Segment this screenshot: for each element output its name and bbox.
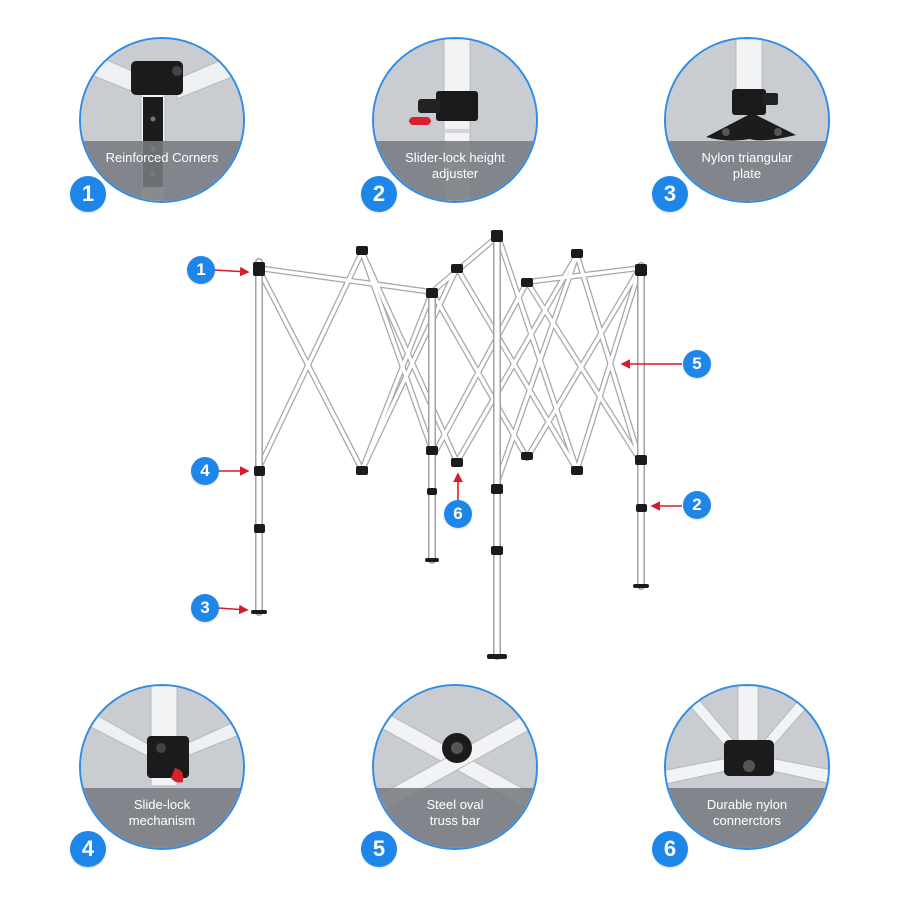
feature-caption: Steel oval truss bar [374,788,536,848]
feature-caption: Slider-lock height adjuster [374,141,536,201]
feature-circle-reinforced-corners: Reinforced Corners [79,37,245,203]
feature-circle-slide-lock-mechanism: Slide-lock mechanism [79,684,245,850]
callout-badge: 2 [683,491,711,519]
feature-number-badge: 5 [361,831,397,867]
feature-number-badge: 6 [652,831,688,867]
callout-badge: 5 [683,350,711,378]
callout-arrow [217,604,249,615]
feature-caption: Slide-lock mechanism [81,788,243,848]
feature-number-badge: 2 [361,176,397,212]
feature-number-badge: 3 [652,176,688,212]
feature-circle-nylon-triangular-plate: Nylon triangular plate [664,37,830,203]
callout-arrow [213,266,250,277]
feature-caption: Durable nylon connerctors [666,788,828,848]
callout-badge: 4 [191,457,219,485]
feature-caption: Nylon triangular plate [666,141,828,201]
callout-badge: 6 [444,500,472,528]
feature-number-badge: 4 [70,831,106,867]
feature-number-badge: 1 [70,176,106,212]
feature-circle-steel-oval-truss-bar: Steel oval truss bar [372,684,538,850]
feature-caption: Reinforced Corners [81,141,243,201]
feature-circle-durable-nylon-connectors: Durable nylon connerctors [664,684,830,850]
callout-badge: 3 [191,594,219,622]
feature-circle-slider-lock-height-adjuster: Slider-lock height adjuster [372,37,538,203]
callout-badge: 1 [187,256,215,284]
